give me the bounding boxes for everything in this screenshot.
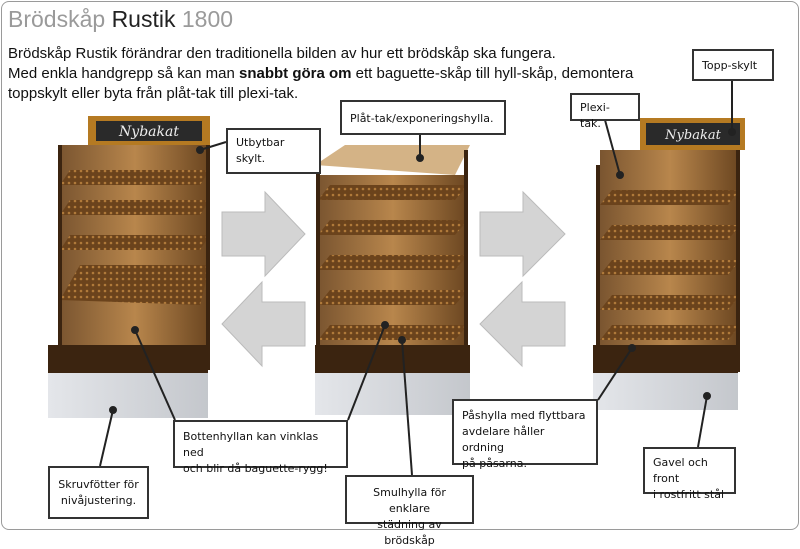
intro-text: Brödskåp Rustik förändrar den traditione… — [8, 44, 648, 104]
callout-text: städning av brödskåp — [377, 518, 442, 547]
callout-text: Utbytbar skylt. — [236, 136, 285, 165]
leader-lines — [99, 80, 736, 476]
callout-text: och blir då baguette-rygg! — [183, 462, 328, 475]
callout-skruvfotter: Skruvfötter för nivåjustering. — [48, 466, 149, 519]
arrow-right-icon — [479, 190, 566, 278]
callout-text: Bottenhyllan kan vinklas ned — [183, 430, 319, 459]
cabinet-baguette: Nybakat — [48, 116, 210, 418]
intro-line-1: Brödskåp Rustik förändrar den traditione… — [8, 45, 556, 62]
callout-text: nivåjustering. — [60, 494, 137, 507]
intro-line-2-pre: Med enkla handgrepp så kan man — [8, 65, 239, 82]
callout-text: Smulhylla för enklare — [373, 486, 446, 515]
callout-text: i rostfritt stål — [653, 488, 725, 501]
arrow-left-icon — [221, 280, 306, 368]
callout-bottenhyllan: Bottenhyllan kan vinklas ned och blir då … — [173, 420, 348, 475]
callout-text: avdelare håller ordning — [462, 425, 545, 454]
callout-text: Topp-skylt — [702, 59, 758, 72]
cabinet-plexi: Nybakat — [593, 118, 745, 410]
intro-line-2-bold: snabbt göra om — [238, 65, 352, 82]
callout-utbytbar-skylt: Utbytbar skylt. — [226, 128, 321, 174]
intro-line-2-post: ett baguette-skåp till hyll-skåp, demont… — [351, 65, 634, 82]
title-size: 1800 — [181, 6, 234, 32]
arrow-right-icon — [221, 190, 306, 278]
callout-text: Påshylla med flyttbara — [462, 409, 586, 422]
cabinet-shelf — [315, 145, 470, 415]
callout-gavel: Gavel och front i rostfritt stål — [643, 447, 736, 501]
callout-plat-tak: Plåt-tak/exponeringshylla. — [340, 100, 506, 135]
callout-topp-skylt: Topp-skylt — [692, 49, 774, 81]
intro-line-2: Med enkla handgrepp så kan man snabbt gö… — [8, 64, 648, 84]
callout-pashylla: Påshylla med flyttbara avdelare håller or… — [452, 399, 598, 470]
product-illustration: Nybakat Nybakat — [48, 80, 745, 476]
callout-text: Gavel och front — [653, 456, 708, 485]
title-brand: Brödskåp — [8, 6, 106, 32]
arrow-left-icon — [479, 280, 566, 368]
callout-smulhylla: Smulhylla för enklare städning av brödskå… — [345, 475, 474, 547]
sign-text: Nybakat — [118, 124, 179, 140]
callout-text: på påsarna. — [462, 457, 527, 470]
page-title: Brödskåp Rustik 1800 — [8, 6, 233, 33]
callout-text: Plexi-tak. — [580, 101, 610, 130]
callout-plexi-tak: Plexi-tak. — [570, 93, 640, 130]
title-model: Rustik — [111, 6, 176, 32]
sign-text-2: Nybakat — [664, 128, 721, 143]
intro-line-3: toppskylt eller byta från plåt-tak till … — [8, 85, 299, 102]
callout-text: Plåt-tak/exponeringshylla. — [350, 112, 494, 125]
callout-text: Skruvfötter för — [58, 478, 139, 491]
